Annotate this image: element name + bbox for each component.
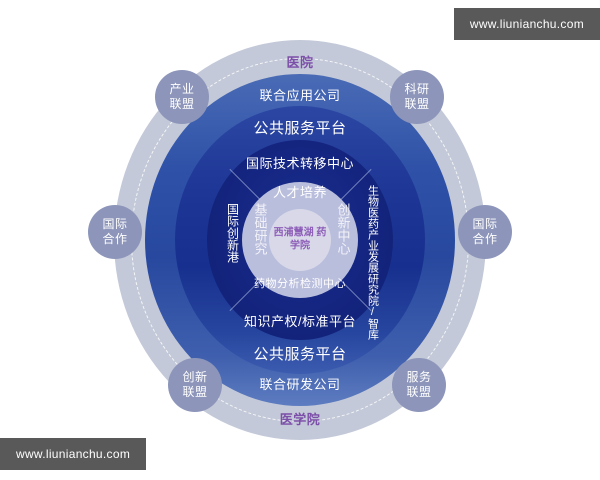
center-label-line2: 药学院 — [290, 227, 327, 252]
label-innovation-center: 创新中心 — [335, 203, 351, 255]
bubble-line2: 联盟 — [406, 385, 432, 399]
bubble-line1: 国际 — [102, 217, 128, 231]
center-circle — [269, 209, 331, 271]
label-union-rd-company: 联合研发公司 — [259, 377, 341, 392]
bubble-line1: 创新 — [182, 370, 208, 384]
bubble-international-cooperation-right[interactable]: 国际 合作 — [458, 205, 512, 259]
bubble-industry-alliance[interactable]: 产业 联盟 — [155, 70, 209, 124]
label-bio-pharma-institute: 生物医药产业发展研究院/智库 — [366, 185, 379, 340]
bubble-line2: 合作 — [472, 232, 498, 246]
bubble-line2: 联盟 — [182, 385, 208, 399]
label-ip-standard-platform: 知识产权/标准平台 — [243, 314, 357, 329]
bubble-line1: 产业 — [169, 82, 195, 96]
bubble-research-alliance[interactable]: 科研 联盟 — [390, 70, 444, 124]
bubble-line1: 服务 — [406, 370, 432, 384]
bubble-innovation-alliance[interactable]: 创新 联盟 — [168, 358, 222, 412]
label-international-tech-transfer-center: 国际技术转移中心 — [245, 156, 355, 171]
watermark-top: www.liunianchu.com — [453, 8, 600, 40]
label-drug-analysis-testing-center: 药物分析检测中心 — [254, 278, 346, 290]
label-hospital: 医院 — [286, 55, 314, 70]
bubble-line2: 合作 — [102, 232, 128, 246]
label-medical-school: 医学院 — [279, 412, 321, 427]
watermark-bottom: www.liunianchu.com — [0, 438, 147, 470]
bubble-service-alliance[interactable]: 服务 联盟 — [392, 358, 446, 412]
label-international-innovation-port: 国际创新港 — [225, 203, 240, 263]
bubble-line2: 联盟 — [404, 97, 430, 111]
center-label-line1: 西浦慧湖 — [273, 227, 314, 239]
label-public-service-platform-bottom: 公共服务平台 — [253, 346, 347, 363]
label-basic-research: 基础研究 — [252, 203, 268, 255]
bubble-international-cooperation-left[interactable]: 国际 合作 — [88, 205, 142, 259]
label-talent-cultivation: 人才培养 — [272, 185, 328, 200]
bubble-line1: 科研 — [404, 82, 430, 96]
bubble-line2: 联盟 — [169, 97, 195, 111]
label-public-service-platform-top: 公共服务平台 — [253, 120, 347, 137]
label-union-application-company: 联合应用公司 — [259, 88, 341, 103]
bubble-line1: 国际 — [472, 217, 498, 231]
center-label: 西浦慧湖 药学院 — [270, 228, 330, 253]
